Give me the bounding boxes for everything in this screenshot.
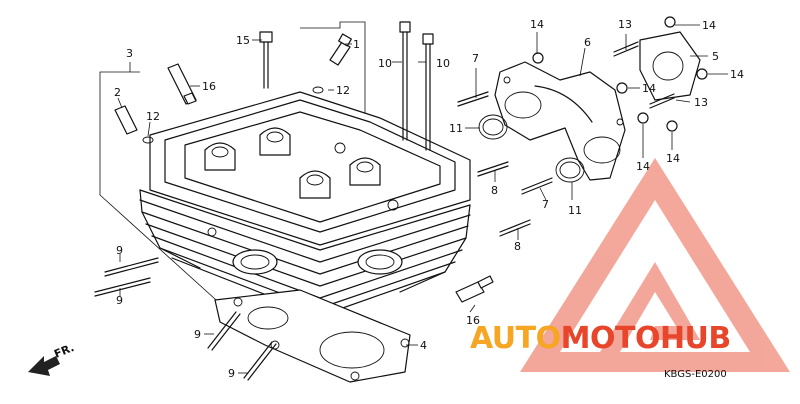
callout-13-b: 13 xyxy=(694,96,708,109)
callout-9-a: 9 xyxy=(116,244,123,257)
callout-9-d: 9 xyxy=(228,367,235,380)
insulator-plate xyxy=(532,16,708,132)
svg-text:AUTOMOTOHUB: AUTOMOTOHUB xyxy=(470,321,731,356)
callout-7-upper: 7 xyxy=(472,52,479,65)
callout-14-f: 14 xyxy=(666,152,680,165)
callout-11-a: 11 xyxy=(449,122,463,135)
callout-10-b: 10 xyxy=(436,57,450,70)
callout-16-a: 16 xyxy=(202,80,216,93)
head-gasket xyxy=(214,289,411,383)
callout-14-b: 14 xyxy=(702,19,716,32)
leader-lines xyxy=(117,24,728,374)
callout-2: 2 xyxy=(114,86,121,99)
callout-6: 6 xyxy=(584,36,591,49)
callout-5: 5 xyxy=(712,50,719,63)
callout-14-e: 14 xyxy=(636,160,650,173)
callout-16-b: 16 xyxy=(466,314,480,327)
studs-9 xyxy=(94,257,277,381)
diagram-code: KBGS-E0200 xyxy=(664,369,727,380)
callout-4: 4 xyxy=(420,339,427,352)
watermark-logo xyxy=(520,158,790,372)
o-rings xyxy=(478,114,585,183)
callout-3: 3 xyxy=(126,47,133,60)
callout-7-lower: 7 xyxy=(542,198,549,211)
callout-10-a: 10 xyxy=(378,57,392,70)
callout-12-a: 12 xyxy=(146,110,160,123)
watermark-part-2: MOTO xyxy=(561,321,660,356)
callout-14-c: 14 xyxy=(730,68,744,81)
callout-14-d: 14 xyxy=(642,82,656,95)
watermark-part-1: AUTO xyxy=(470,321,561,356)
cylinder-head xyxy=(139,91,471,317)
front-arrow: FR. xyxy=(28,341,76,376)
watermark-text: AUTOMOTOHUB xyxy=(470,321,731,356)
callout-14-a: 14 xyxy=(530,18,544,31)
callout-labels: 1 2 3 4 5 6 7 7 8 8 9 9 9 9 10 10 11 11 … xyxy=(114,18,744,380)
callout-11-b: 11 xyxy=(568,204,582,217)
callout-12-b: 12 xyxy=(336,84,350,97)
callout-1: 1 xyxy=(353,38,360,51)
callout-8-upper: 8 xyxy=(491,184,498,197)
callout-15: 15 xyxy=(236,34,250,47)
watermark-part-3: HUB xyxy=(660,321,731,356)
callout-9-c: 9 xyxy=(194,328,201,341)
front-arrow-label: FR. xyxy=(52,341,76,361)
callout-9-b: 9 xyxy=(116,294,123,307)
callout-13-a: 13 xyxy=(618,18,632,31)
callout-8-lower: 8 xyxy=(514,240,521,253)
intake-manifold xyxy=(494,61,626,181)
spark-plugs xyxy=(167,63,494,303)
